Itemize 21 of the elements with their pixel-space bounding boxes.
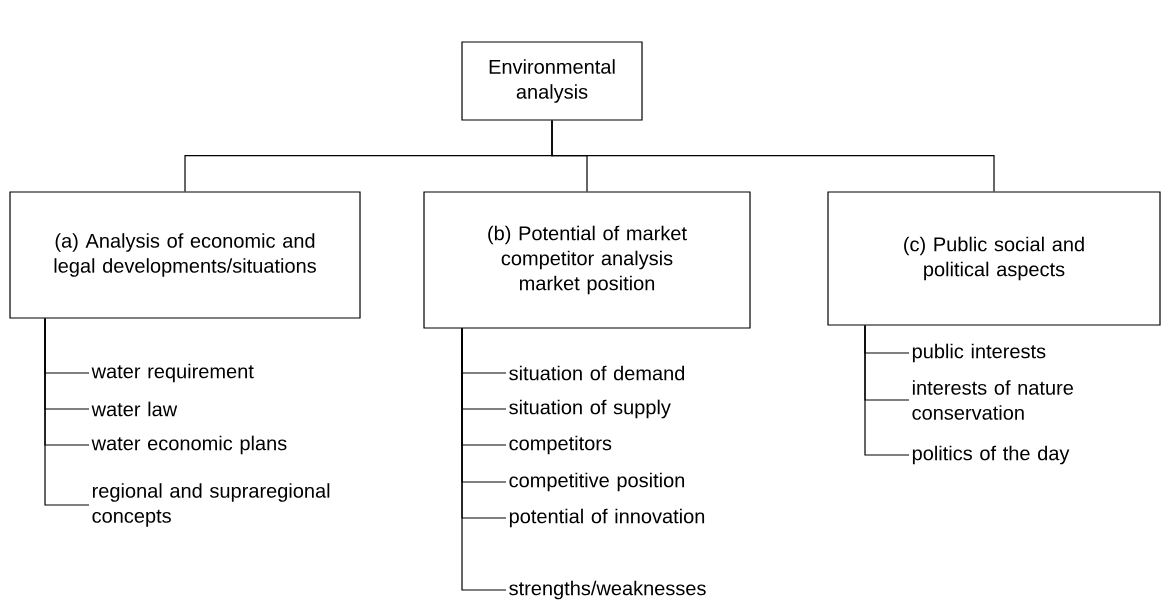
process-box: (c) Public social and political aspects (827, 191, 1161, 326)
list-item: public interests (912, 343, 1046, 363)
list-item: water law (91, 401, 178, 417)
list-item: competitors (509, 435, 612, 455)
list-item: politics of the day (912, 445, 1070, 465)
list-item: water requirement (91, 363, 254, 383)
list-item: strengths/weaknesses (509, 580, 706, 600)
connector-line (461, 328, 507, 591)
list-item: potential of innovation (509, 508, 705, 528)
list-item: interests of nature conservation (912, 380, 1073, 420)
connector-line (864, 325, 910, 456)
process-box: Environmental analysis (461, 41, 643, 121)
list-item: regional and supraregional concepts (92, 483, 330, 527)
connector-line (551, 120, 995, 192)
list-item: situation of demand (509, 365, 685, 381)
list-item: competitive position (509, 472, 684, 492)
list-item: situation of supply (509, 399, 671, 419)
process-box: (b) Potential of market competitor analysis market position (423, 191, 751, 329)
process-box: (a) Analysis of economic and legal developments/situations (9, 191, 361, 319)
list-item: water economic plans (91, 435, 287, 455)
connector-line (44, 318, 90, 506)
